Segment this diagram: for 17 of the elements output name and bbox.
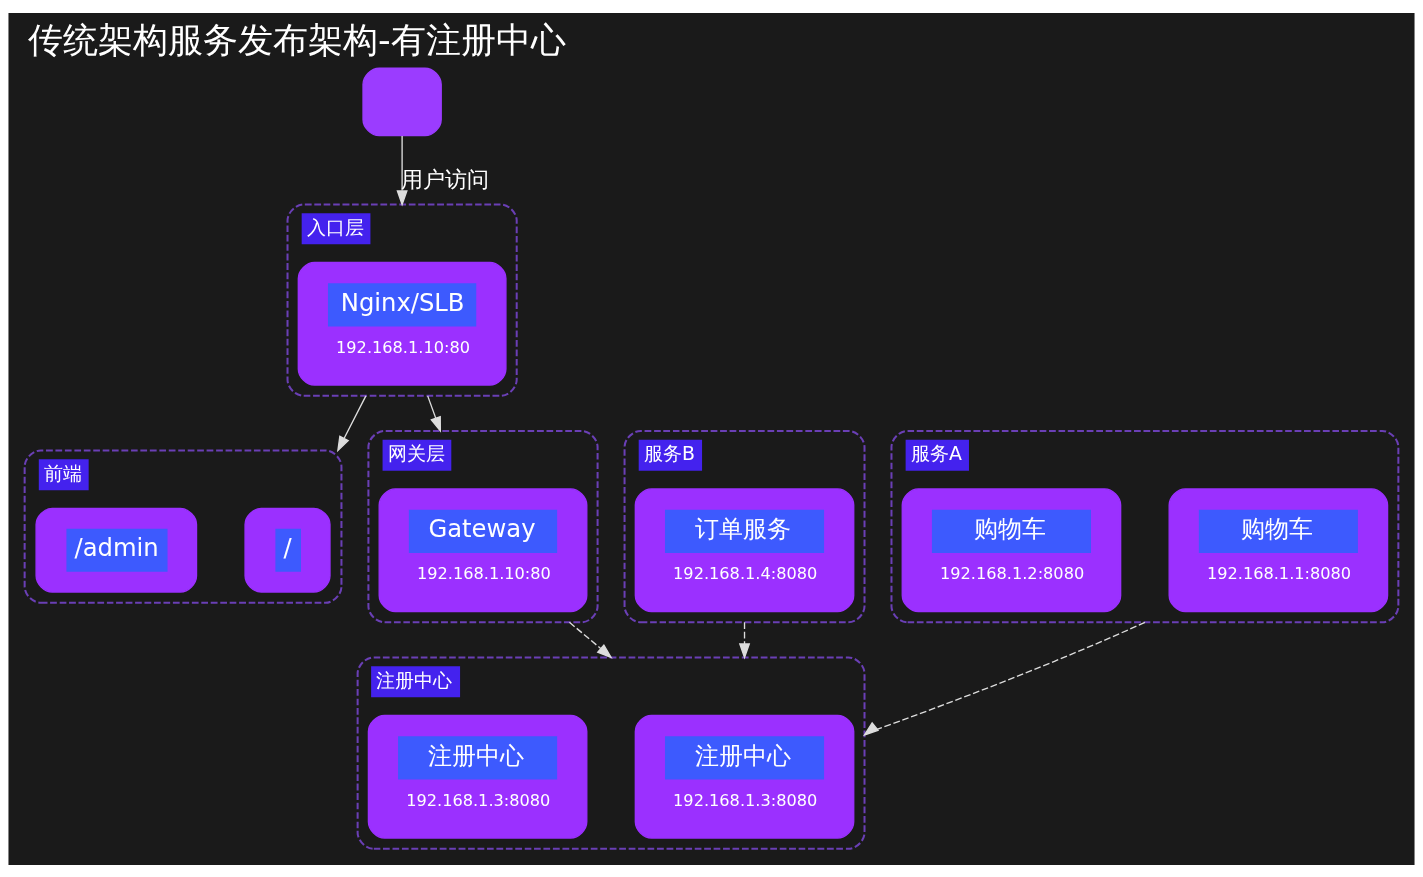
- arrow: [336, 394, 367, 452]
- node-person: [362, 67, 442, 136]
- arrow: [738, 621, 751, 659]
- node-box: Gateway 192.168.1.10:80: [378, 487, 588, 612]
- arrow: [862, 621, 1146, 736]
- node-box: Nginx/SLB 192.168.1.10:80: [297, 261, 507, 386]
- node-box: 购物车 192.168.1.2:8080: [901, 487, 1122, 612]
- node-box: 注册中心 192.168.1.3:8080: [634, 714, 855, 839]
- node-box: 购物车 192.168.1.1:8080: [1168, 487, 1389, 612]
- arrow: [427, 394, 442, 433]
- arrow: [568, 621, 613, 659]
- node-box: 订单服务 192.168.1.4:8080: [634, 487, 855, 612]
- diagram-title: 传统架构服务发布架构-有注册中心: [28, 18, 566, 60]
- node-box: 注册中心 192.168.1.3:8080: [367, 714, 588, 839]
- node-box: /admin: [35, 507, 198, 593]
- arrow: [396, 134, 408, 206]
- node-box: /: [244, 507, 331, 593]
